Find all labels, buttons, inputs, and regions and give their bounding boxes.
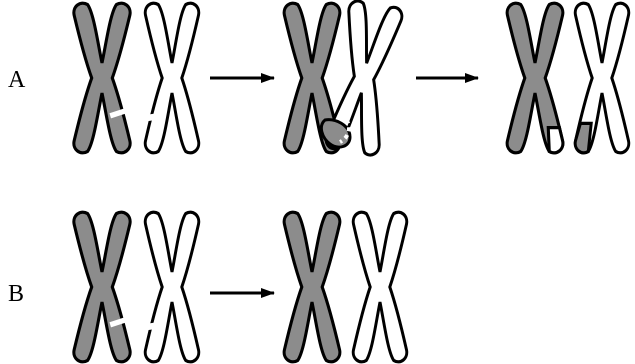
row-a-chromosome-paternal-1: [74, 3, 130, 153]
row-a-chromosome-maternal-1: [145, 3, 199, 153]
row-a-chromosome-maternal-3: [575, 3, 629, 153]
row-a-chromosome-paternal-3: [507, 3, 563, 153]
row-b-chromosome-paternal-2: [284, 212, 340, 362]
row-b-chromosome-maternal-2: [353, 212, 407, 362]
row-b-chromosome-maternal-1: [145, 212, 199, 362]
row-b-chromosome-paternal-1: [74, 212, 130, 362]
